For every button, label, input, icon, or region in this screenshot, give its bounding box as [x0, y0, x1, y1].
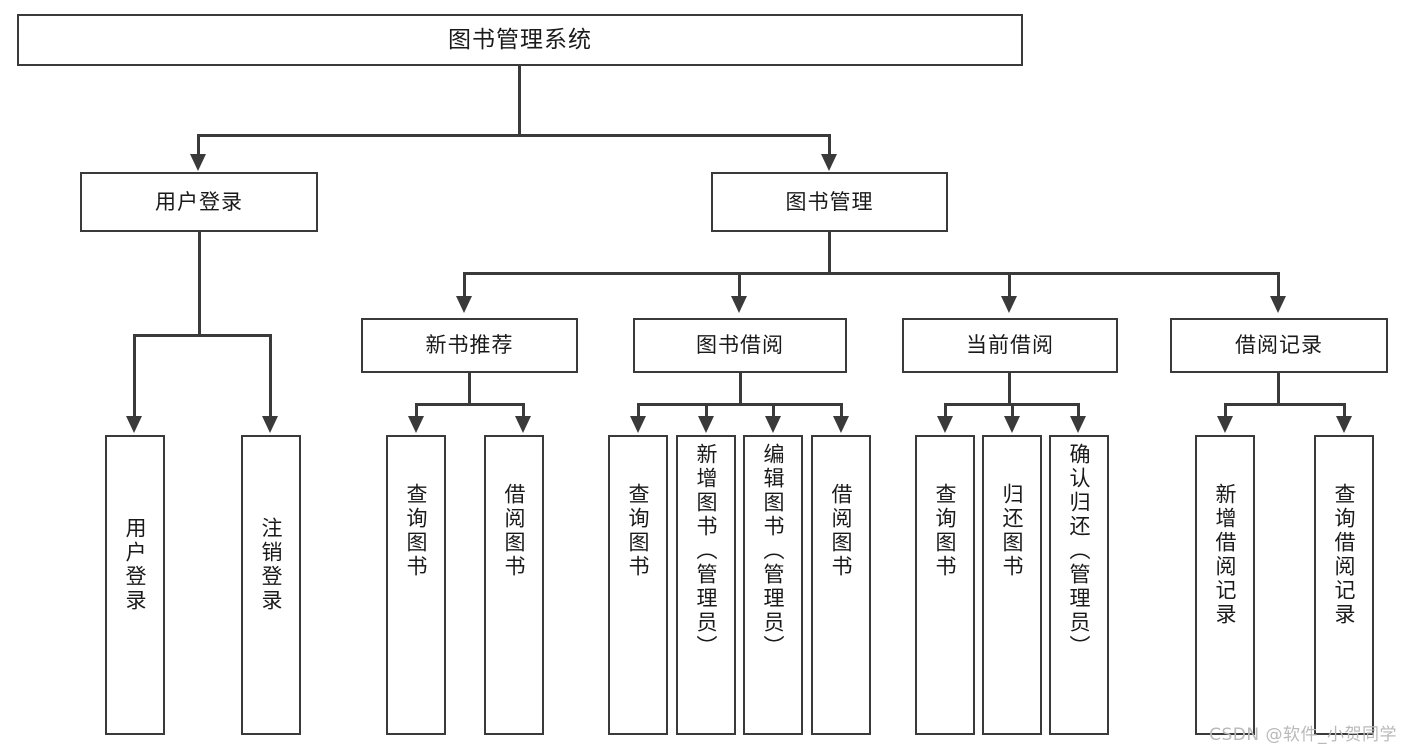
node-label: 编辑图书（管理员）	[761, 443, 786, 659]
node-label: 图书管理	[785, 189, 874, 214]
connector-book-manage-bus	[463, 272, 1280, 275]
leaf-book-borrow-add-book[interactable]: 新增图书（管理员）	[676, 435, 736, 735]
node-user-login[interactable]: 用户登录	[80, 172, 318, 232]
node-label: 用户登录	[155, 189, 243, 214]
connector-current-borrow-drop-2	[1011, 403, 1014, 418]
connector-root-stem	[518, 66, 521, 136]
leaf-new-book-borrow-book[interactable]: 借阅图书	[484, 435, 544, 735]
node-label: 新增借阅记录	[1213, 483, 1238, 627]
arrowhead-leaf-borrow-record-1	[1217, 416, 1233, 433]
arrowhead-leaf-current-borrow-2	[1004, 416, 1020, 433]
arrowhead-leaf-book-borrow-1	[630, 416, 646, 433]
connector-root-bus	[197, 134, 831, 137]
node-label: 查询借阅记录	[1332, 483, 1357, 627]
connector-to-new-book	[463, 272, 466, 298]
node-label: 新书推荐	[425, 333, 514, 358]
leaf-current-borrow-return-book[interactable]: 归还图书	[982, 435, 1042, 735]
connector-to-borrow-record	[1277, 272, 1280, 298]
node-label: 确认归还（管理员）	[1067, 443, 1092, 659]
arrowhead-current-borrow	[1001, 296, 1017, 313]
connector-new-book-drop-2	[522, 403, 525, 418]
connector-borrow-record-bus	[1224, 403, 1346, 406]
node-label: 用户登录	[123, 517, 148, 613]
node-label: 归还图书	[1000, 483, 1025, 579]
node-label: 借阅图书	[829, 483, 854, 579]
connector-book-borrow-drop-3	[772, 403, 775, 418]
arrowhead-leaf-book-borrow-2	[698, 416, 714, 433]
leaf-current-borrow-query-book[interactable]: 查询图书	[915, 435, 975, 735]
leaf-book-borrow-edit-book[interactable]: 编辑图书（管理员）	[743, 435, 803, 735]
arrowhead-leaf-borrow-record-2	[1336, 416, 1352, 433]
arrowhead-leaf-new-book-1	[408, 416, 424, 433]
arrowhead-book-borrow	[731, 296, 747, 313]
node-label: 查询图书	[933, 483, 958, 579]
arrowhead-leaf-current-borrow-1	[937, 416, 953, 433]
connector-new-book-drop-1	[415, 403, 418, 418]
arrowhead-leaf-book-borrow-4	[833, 416, 849, 433]
connector-user-login-drop-1	[133, 334, 136, 418]
node-book-management[interactable]: 图书管理	[711, 172, 948, 232]
node-label: 借阅图书	[502, 483, 527, 579]
node-borrow-record[interactable]: 借阅记录	[1170, 318, 1388, 373]
connector-new-book-bus	[415, 403, 525, 406]
node-label: 查询图书	[404, 483, 429, 579]
leaf-borrow-record-add-record[interactable]: 新增借阅记录	[1195, 435, 1255, 735]
node-new-book-recommend[interactable]: 新书推荐	[361, 318, 578, 373]
leaf-book-borrow-borrow-book[interactable]: 借阅图书	[811, 435, 871, 735]
connector-borrow-record-stem	[1277, 373, 1280, 405]
connector-root-to-book-manage	[828, 134, 831, 156]
leaf-current-borrow-confirm-return[interactable]: 确认归还（管理员）	[1049, 435, 1109, 735]
connector-root-to-user-login	[197, 134, 200, 156]
arrowhead-leaf-user-login-1	[126, 416, 142, 433]
node-label: 当前借阅	[966, 333, 1054, 358]
connector-current-borrow-drop-3	[1077, 403, 1080, 418]
arrowhead-leaf-user-login-2	[262, 416, 278, 433]
leaf-user-login-signout[interactable]: 注销登录	[241, 435, 301, 735]
node-label: 注销登录	[259, 517, 284, 613]
leaf-book-borrow-query-book[interactable]: 查询图书	[608, 435, 668, 735]
connector-to-current-borrow	[1008, 272, 1011, 298]
node-root-system[interactable]: 图书管理系统	[17, 14, 1023, 66]
connector-user-login-stem	[198, 232, 201, 336]
node-label: 图书借阅	[696, 333, 784, 358]
connector-book-manage-stem	[828, 232, 831, 274]
node-label: 借阅记录	[1235, 333, 1323, 358]
arrowhead-book-manage	[821, 154, 837, 171]
node-book-borrow[interactable]: 图书借阅	[633, 318, 847, 373]
connector-book-borrow-drop-2	[705, 403, 708, 418]
connector-current-borrow-stem	[1008, 373, 1011, 405]
arrowhead-user-login	[190, 154, 206, 171]
leaf-new-book-query-book[interactable]: 查询图书	[386, 435, 446, 735]
connector-borrow-record-drop-1	[1224, 403, 1227, 418]
node-current-borrow[interactable]: 当前借阅	[902, 318, 1118, 373]
arrowhead-leaf-new-book-2	[515, 416, 531, 433]
node-label: 新增图书（管理员）	[694, 443, 719, 659]
connector-user-login-bus	[133, 334, 272, 337]
connector-book-borrow-drop-4	[840, 403, 843, 418]
connector-to-book-borrow	[738, 272, 741, 298]
connector-book-borrow-stem	[739, 373, 742, 405]
connector-user-login-drop-2	[269, 334, 272, 418]
leaf-user-login-signin[interactable]: 用户登录	[105, 435, 165, 735]
connector-current-borrow-drop-1	[944, 403, 947, 418]
watermark: CSDN @软件_小贺同学	[1209, 725, 1397, 745]
arrowhead-new-book	[456, 296, 472, 313]
connector-new-book-stem	[468, 373, 471, 405]
arrowhead-borrow-record	[1270, 296, 1286, 313]
arrowhead-leaf-book-borrow-3	[765, 416, 781, 433]
connector-book-borrow-drop-1	[637, 403, 640, 418]
connector-borrow-record-drop-2	[1343, 403, 1346, 418]
node-label: 图书管理系统	[448, 26, 592, 53]
arrowhead-leaf-current-borrow-3	[1070, 416, 1086, 433]
leaf-borrow-record-query-record[interactable]: 查询借阅记录	[1314, 435, 1374, 735]
connector-book-borrow-bus	[637, 403, 843, 406]
node-label: 查询图书	[626, 483, 651, 579]
